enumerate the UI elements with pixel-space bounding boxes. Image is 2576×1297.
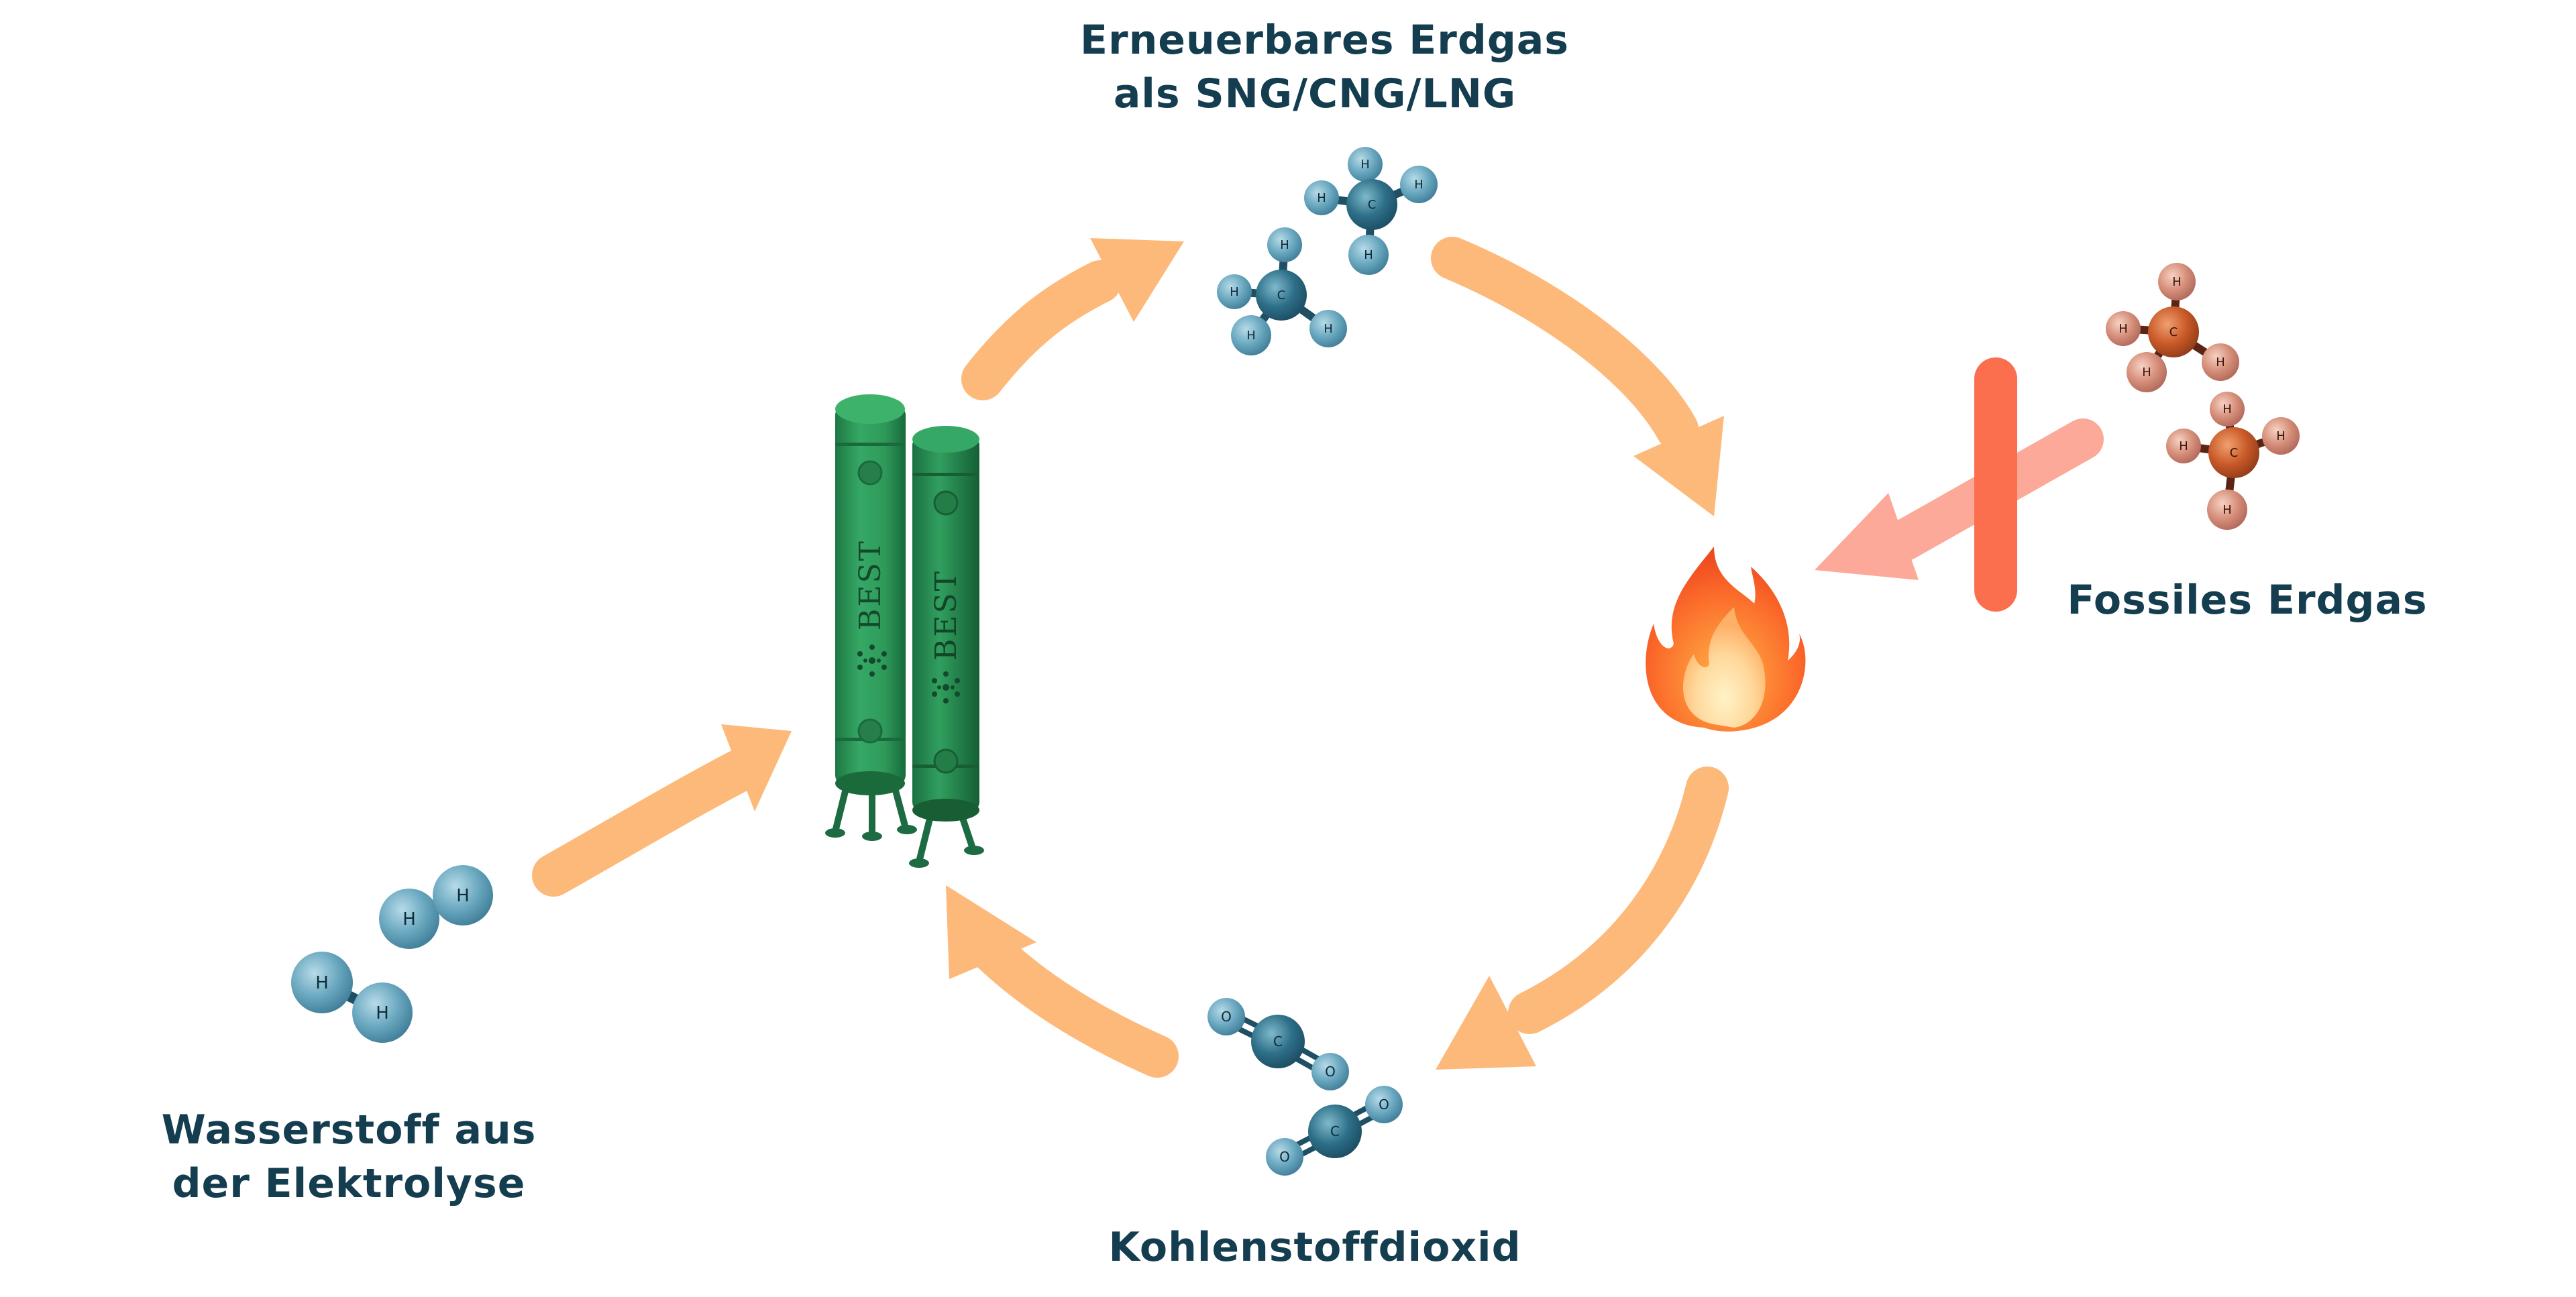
label-fossil-gas: Fossiles Erdgas bbox=[2046, 573, 2449, 627]
atom-label: H bbox=[2142, 365, 2151, 380]
label-hydrogen-line2: der Elektrolyse bbox=[172, 1160, 526, 1207]
atom-label: H bbox=[1230, 285, 1239, 299]
label-hydrogen-line1: Wasserstoff aus bbox=[161, 1107, 537, 1153]
tank-brand-2: BEST bbox=[929, 569, 963, 661]
label-renewable-line2: als SNG/CNG/LNG bbox=[1113, 70, 1517, 117]
storage-tank-icon: BEST BEST bbox=[825, 394, 984, 868]
atom-label: C bbox=[1277, 288, 1286, 302]
label-co2-text: Kohlenstoffdioxid bbox=[1108, 1224, 1521, 1271]
atom-label: C bbox=[2230, 446, 2239, 460]
tank-brand-1: BEST bbox=[853, 539, 888, 630]
methane-molecule-icon: H H H C H bbox=[2166, 392, 2300, 530]
atom-label: O bbox=[1221, 1009, 1232, 1025]
atom-label: O bbox=[1279, 1149, 1290, 1165]
atom-label: H bbox=[1414, 178, 1424, 192]
atom-label: H bbox=[1364, 248, 1373, 262]
atom-label: H bbox=[2222, 402, 2232, 416]
atom-label: H bbox=[2118, 322, 2128, 336]
arrow-flame-to-co2 bbox=[1436, 767, 1729, 1070]
hydrogen-molecule-icon: H H bbox=[379, 865, 493, 949]
hydrogen-molecule-icon: H H bbox=[291, 952, 413, 1043]
atom-label: H bbox=[402, 909, 416, 929]
label-co2: Kohlenstoffdioxid bbox=[1080, 1221, 1550, 1274]
arrow-tank-to-renewable bbox=[961, 238, 1184, 400]
arrow-renewable-to-flame bbox=[1431, 237, 1724, 516]
label-hydrogen: Wasserstoff aus der Elektrolyse bbox=[148, 1103, 550, 1210]
co2-molecule-icon: O C O bbox=[1208, 998, 1349, 1090]
label-fossil-text: Fossiles Erdgas bbox=[2067, 577, 2428, 624]
label-renewable-gas: Erneuerbares Erdgas als SNG/CNG/LNG bbox=[1080, 13, 1569, 121]
atom-label: H bbox=[1317, 191, 1326, 205]
atom-label: O bbox=[1379, 1096, 1389, 1113]
label-renewable-line1: Erneuerbares Erdgas bbox=[1080, 17, 1569, 64]
atom-label: H bbox=[1324, 322, 1333, 336]
atom-label: C bbox=[1330, 1123, 1340, 1139]
atom-label: H bbox=[2276, 429, 2286, 443]
atom-label: H bbox=[456, 886, 470, 906]
co2-molecule-icon: O C O bbox=[1266, 1086, 1403, 1176]
methane-molecule-icon: H H C H H bbox=[1217, 227, 1347, 355]
arrow-co2-to-tank bbox=[946, 885, 1179, 1078]
atom-label: H bbox=[2172, 275, 2182, 289]
arrow-hydrogen-to-tank bbox=[532, 724, 792, 897]
atom-label: O bbox=[1325, 1064, 1336, 1080]
atom-label: C bbox=[1368, 198, 1377, 212]
atom-label: H bbox=[2216, 355, 2225, 370]
atom-label: C bbox=[1273, 1033, 1283, 1050]
flame-icon bbox=[1646, 547, 1806, 732]
methane-molecule-icon: H H H C H bbox=[1304, 147, 1438, 275]
atom-label: H bbox=[376, 1003, 389, 1023]
atom-label: C bbox=[2169, 325, 2178, 339]
atom-label: H bbox=[2179, 439, 2188, 453]
methane-molecule-icon: H H C H H bbox=[2106, 263, 2239, 392]
tank-logo: BEST BEST bbox=[853, 539, 963, 703]
atom-label: H bbox=[1360, 158, 1370, 172]
blocked-arrow-icon bbox=[1815, 357, 2104, 612]
atom-label: H bbox=[2222, 503, 2232, 517]
atom-label: H bbox=[315, 973, 329, 993]
atom-label: H bbox=[1280, 238, 1289, 252]
atom-label: H bbox=[1246, 329, 1256, 343]
